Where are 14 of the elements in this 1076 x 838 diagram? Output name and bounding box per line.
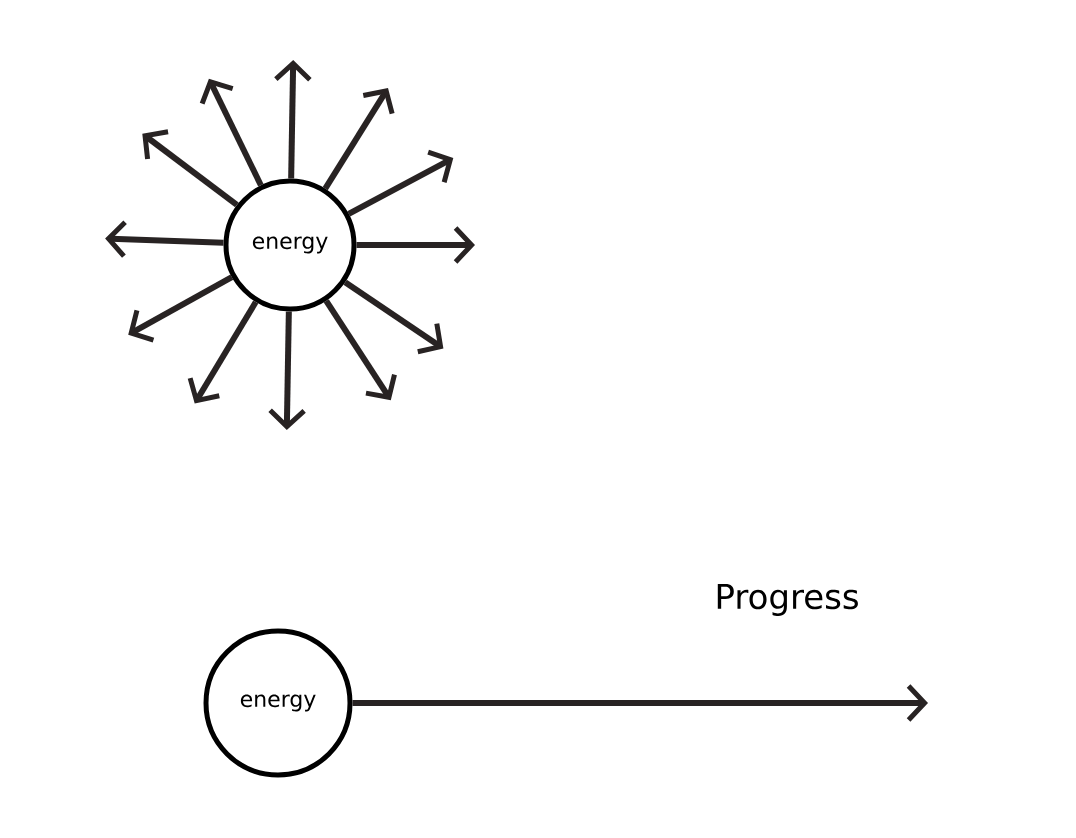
arrow [274, 60, 312, 179]
edge-label: Progress [717, 584, 858, 616]
arrow [343, 279, 444, 355]
arrow [356, 226, 475, 264]
arrow [142, 129, 239, 208]
arrow [352, 684, 928, 722]
arrow [199, 78, 264, 187]
arrow [323, 299, 397, 401]
arrow [347, 149, 454, 217]
arrow [105, 220, 224, 258]
arrow [322, 88, 395, 191]
arrow [128, 274, 234, 343]
arrow [268, 311, 306, 430]
arrow [187, 300, 259, 404]
